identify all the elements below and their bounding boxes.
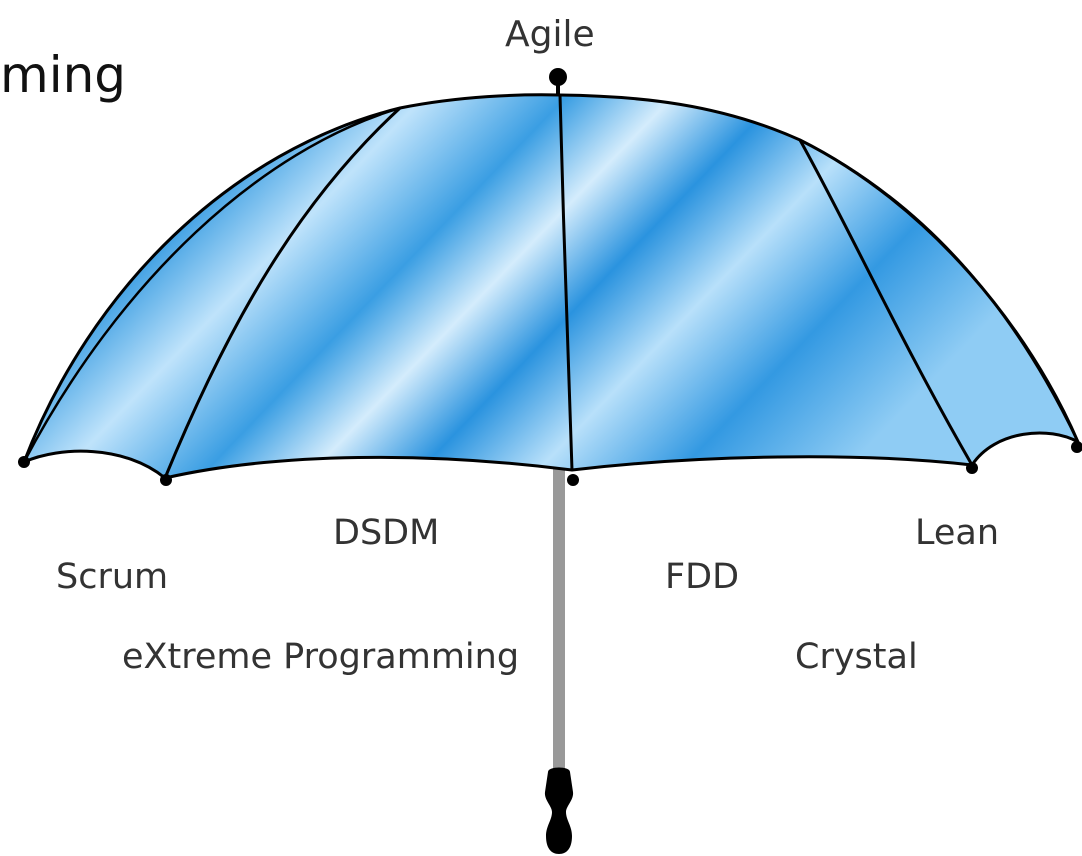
methodology-label-dsdm: DSDM xyxy=(333,513,440,553)
rib-tip xyxy=(18,456,30,468)
methodology-label-extreme-programming: eXtreme Programming xyxy=(122,637,520,677)
umbrella-rib xyxy=(799,138,1080,443)
rib-tip xyxy=(1071,441,1082,453)
umbrella-rib xyxy=(558,94,574,471)
umbrella-handle xyxy=(544,767,574,854)
rib-tip xyxy=(160,474,172,486)
methodology-label-crystal: Crystal xyxy=(795,637,918,677)
methodology-label-fdd: FDD xyxy=(665,557,740,597)
rib-tip xyxy=(966,462,978,474)
agile-label: Agile xyxy=(505,14,595,55)
umbrella-canopy xyxy=(22,93,1080,480)
methodology-label-scrum: Scrum xyxy=(56,557,169,597)
umbrella-top-knob xyxy=(549,68,567,86)
umbrella-rib xyxy=(798,139,974,466)
slide-title-fragment: ming xyxy=(0,46,127,104)
umbrella-rib xyxy=(22,106,401,463)
rib-tip xyxy=(567,474,579,486)
methodology-label-lean: Lean xyxy=(915,513,1000,553)
umbrella-rib xyxy=(163,106,402,479)
umbrella-shaft xyxy=(553,468,565,790)
